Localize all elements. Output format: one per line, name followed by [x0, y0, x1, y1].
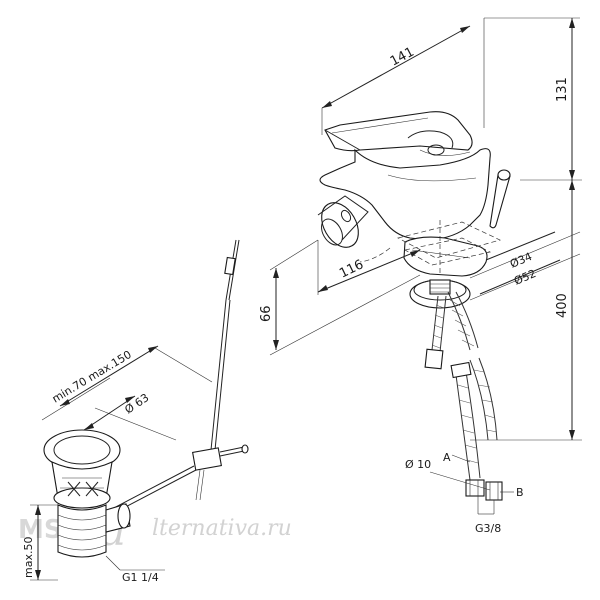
rod-clamp	[109, 444, 249, 514]
dim-400-label: 400	[555, 293, 570, 318]
mixer-assembly: 141 131 400	[259, 17, 582, 535]
mixer-body	[317, 144, 511, 248]
dim-drain-range-label: min.70 max.150	[50, 348, 134, 406]
dimension-400: 400	[470, 180, 582, 441]
hose-annotations: Ø 10 A B G3/8	[405, 451, 524, 535]
dim-hose-thread-label: G3/8	[475, 522, 501, 535]
label-b: B	[516, 486, 524, 499]
dim-141-label: 141	[388, 45, 417, 70]
dimension-66: 66	[259, 239, 421, 356]
dim-drain-diameter-label: Ø 63	[122, 391, 151, 416]
mixer-handle	[324, 111, 473, 152]
dim-hole-outer-label: Ø52	[512, 267, 538, 288]
pull-rod	[195, 239, 240, 501]
dim-66-label: 66	[259, 305, 274, 322]
dimension-drain-height: max.50	[22, 504, 58, 581]
dim-131-label: 131	[555, 77, 570, 102]
dim-drain-thread-label: G1 1/4	[122, 571, 159, 584]
flexible-hoses	[424, 291, 503, 501]
watermark-right: lternativa.ru	[152, 516, 292, 541]
dim-drain-height-label: max.50	[22, 537, 35, 578]
label-a: A	[443, 451, 451, 464]
mounting-nut	[409, 279, 471, 309]
drain-body	[43, 429, 131, 558]
dimension-131: 131	[484, 17, 582, 181]
mixer-base	[359, 220, 501, 277]
drain-thread-annotation: G1 1/4	[105, 555, 165, 584]
dim-hose-diameter-label: Ø 10	[405, 458, 431, 471]
dimension-hole: Ø34 Ø52	[469, 231, 581, 301]
